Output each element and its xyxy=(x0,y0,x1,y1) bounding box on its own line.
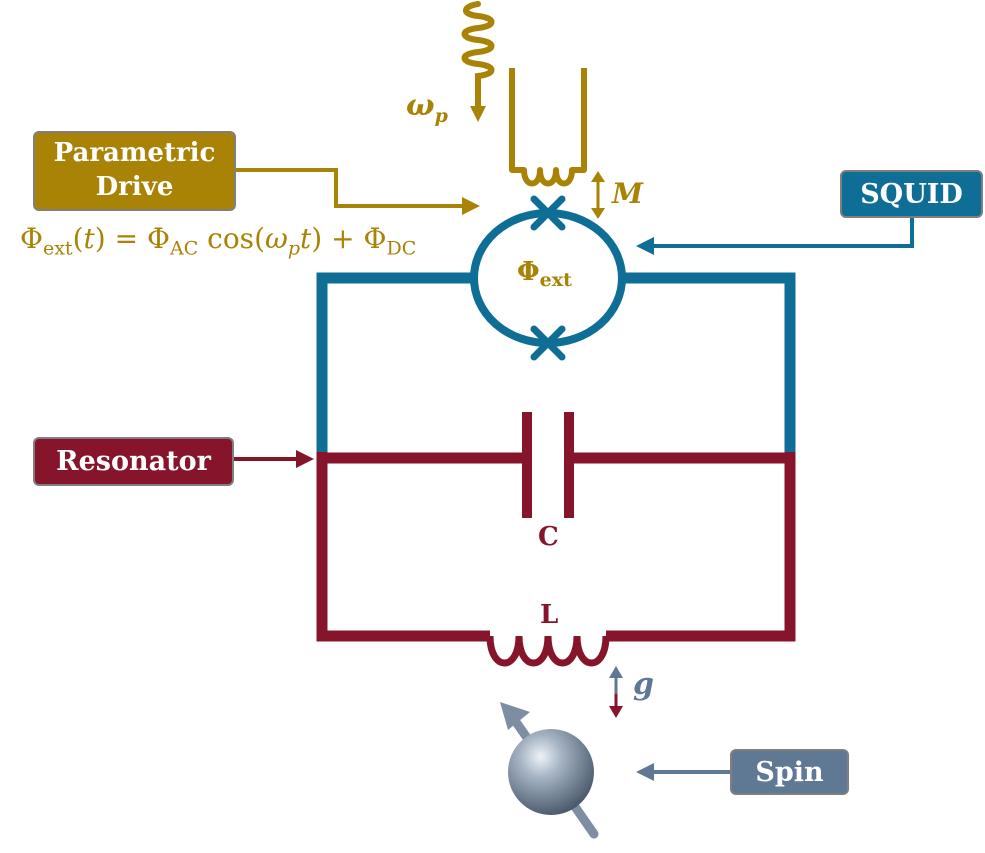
eq-paren-close: ) xyxy=(94,222,106,255)
spin-label: Spin xyxy=(730,749,849,795)
mutual-inductance-symbol: M xyxy=(612,177,643,210)
flux-line xyxy=(509,68,587,187)
inductor-symbol: L xyxy=(540,600,559,630)
josephson-junction-bottom xyxy=(530,325,566,361)
eq-phi: Φ xyxy=(20,222,43,255)
omega-subscript: p xyxy=(434,105,448,127)
eq-cos: cos xyxy=(207,222,255,255)
josephson-junction-top xyxy=(530,195,566,231)
eq-p: p xyxy=(287,237,301,260)
mutual-arrow-up xyxy=(591,171,605,182)
eq-phi-dc: Φ xyxy=(363,222,387,255)
eq-ac: AC xyxy=(169,237,199,260)
coupling-arrow-down xyxy=(609,706,623,718)
squid-right-lead xyxy=(622,272,796,452)
resonator-arrow-head xyxy=(296,450,314,468)
eq-phi-ac: Φ xyxy=(147,222,170,255)
drive-arrow-head xyxy=(462,197,480,215)
eq-cos-close: ) xyxy=(311,222,323,255)
coupling-arrow-up xyxy=(609,666,623,678)
capacitor-plate-left xyxy=(522,412,532,518)
capacitor-symbol: C xyxy=(538,522,559,552)
pump-coil-icon xyxy=(461,1,495,113)
mutual-arrow-down xyxy=(591,208,605,219)
squid-connector xyxy=(650,218,914,248)
squid-arrow-head xyxy=(636,237,654,255)
omega-symbol: ω xyxy=(406,88,435,123)
phi-subscript: ext xyxy=(539,269,572,292)
eq-plus: + xyxy=(331,222,355,255)
squid-left-lead xyxy=(316,272,474,452)
resonator-left-wire xyxy=(316,452,490,642)
pump-arrow-head xyxy=(470,106,486,122)
spin-arrow-icon xyxy=(500,702,530,730)
drive-connector xyxy=(236,168,466,208)
eq-cos-open: ( xyxy=(254,222,265,255)
eq-t: t xyxy=(83,222,95,255)
eq-equals: = xyxy=(114,222,139,255)
flux-equation: Φext(t) = ΦAC cos(ωpt) + ΦDC xyxy=(20,222,416,260)
phi-symbol: Φ xyxy=(517,257,540,287)
eq-ext: ext xyxy=(42,237,73,260)
inductor-coil xyxy=(486,635,610,667)
eq-omega: ω xyxy=(265,222,288,255)
squid-label: SQUID xyxy=(840,170,983,218)
spin-arrow-head xyxy=(636,763,654,781)
spin-sphere-icon xyxy=(508,729,594,815)
eq-dc: DC xyxy=(386,237,417,260)
coupling-symbol: g xyxy=(633,667,654,702)
phi-ext-symbol: Φext xyxy=(517,257,572,291)
parametric-drive-label: Parametric Drive xyxy=(33,131,236,211)
resonator-label: Resonator xyxy=(33,437,234,486)
eq-t2: t xyxy=(300,222,312,255)
omega-p-symbol: ωp xyxy=(406,88,448,127)
resonator-right-wire xyxy=(606,452,796,642)
capacitor-plate-right xyxy=(564,412,574,518)
eq-paren-open: ( xyxy=(72,222,84,255)
